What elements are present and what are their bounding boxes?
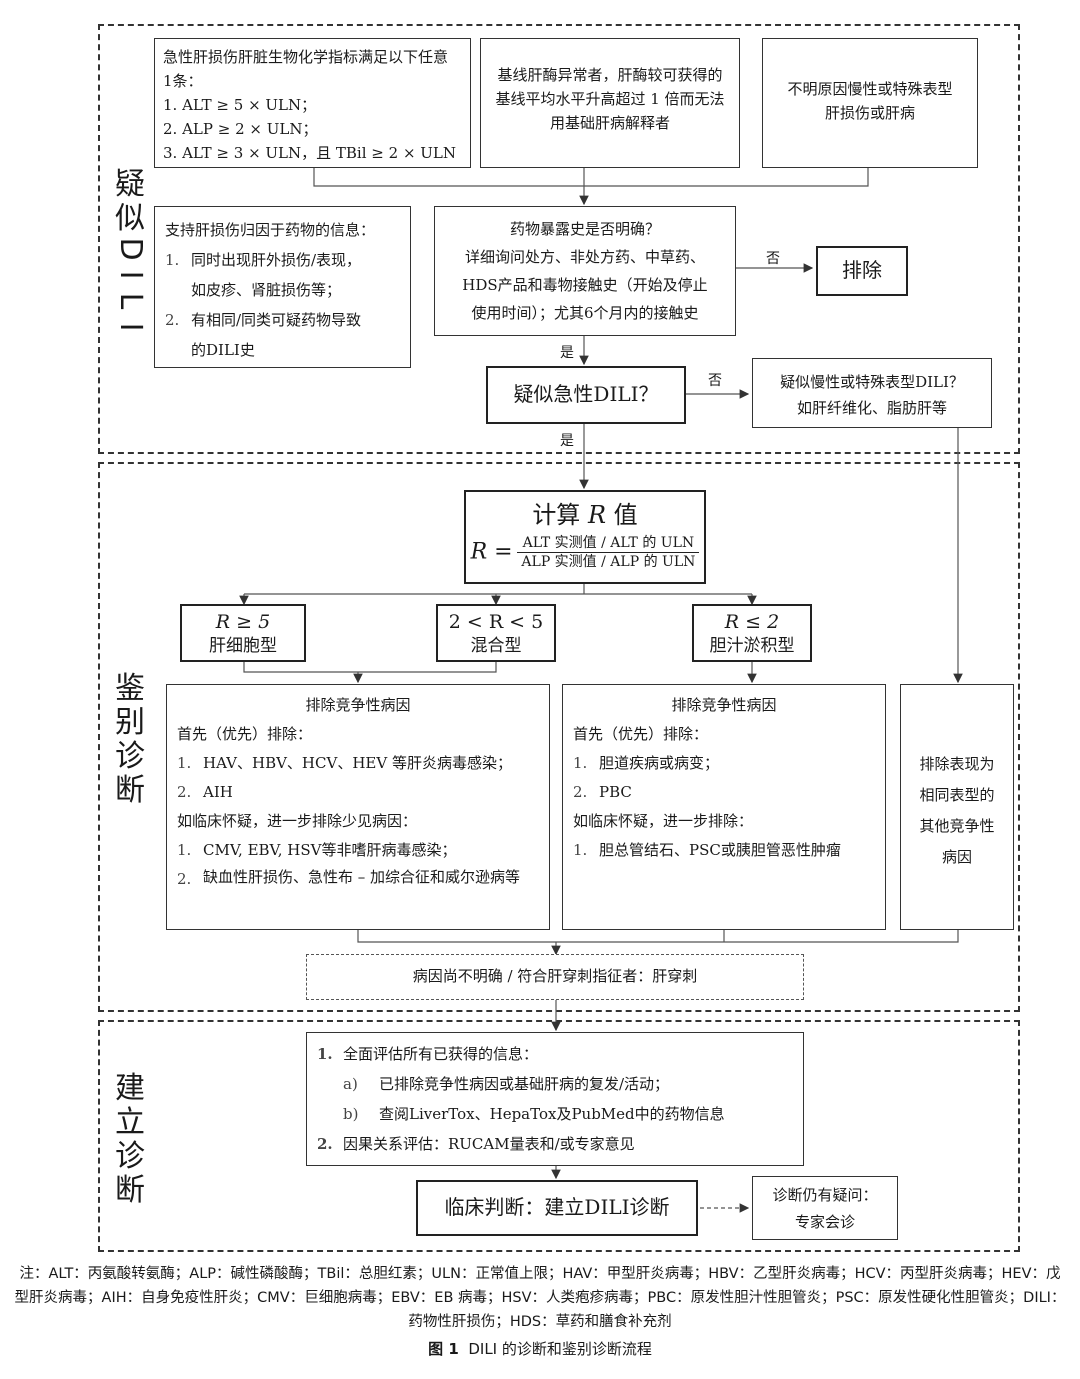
section-label-differential: 鉴别诊断 [115,671,145,808]
mixed-box: 2 < R < 5 混合型 [436,604,556,662]
assess-sub-b: b)查阅LiverTox、HepaTox及PubMed中的药物信息 [343,1105,725,1123]
support-item-2: 2. 有相同/同类可疑药物导致的DILI史 [165,311,362,359]
section-suspect [98,24,1020,454]
section-establish [98,1020,1020,1252]
exclude-same-phenotype-box: 排除表现为 相同表型的 其他竞争性 病因 [900,684,1014,930]
clinical-judgement-box: 临床判断：建立DILI诊断 [416,1180,698,1236]
exclude-competing-left-box: 排除竞争性病因 首先（优先）排除： 1.HAV、HBV、HCV、HEV 等肝炎病… [166,684,550,930]
label-no-1: 否 [766,251,780,267]
assess-item-2: 2.因果关系评估：RUCAM量表和/或专家意见 [317,1135,635,1153]
section-label-establish: 建立诊断 [115,1071,145,1208]
exclude-competing-mid-box: 排除竞争性病因 首先（优先）排除： 1.胆道疾病或病变； 2.PBC 如临床怀疑… [562,684,886,930]
support-item-1: 1. 同时出现肝外损伤/表现，如皮疹、肾脏损伤等； [165,251,362,299]
assess-item-1: 1.全面评估所有已获得的信息： [317,1045,539,1063]
acute-dili-box: 疑似急性DILI？ [486,366,686,424]
figure-caption: 图 1 DILI 的诊断和鉴别诊断流程 [428,1340,652,1358]
r-fraction: ALT 实测值 / ALT 的 ULN ALP 实测值 / ALP 的 ULN [517,534,700,571]
mid-item-2: 2.PBC [573,783,632,801]
chronic-dili-box: 疑似慢性或特殊表型DILI？ 如肝纤维化、脂肪肝等 [752,358,992,428]
footnote: 注：ALT：丙氨酸转氨酶；ALP：碱性磷酸酶；TBil：总胆红素；ULN：正常值… [14,1266,1066,1330]
exposure-box: 药物暴露史是否明确？ 详细询问处方、非处方药、中草药、 HDS产品和毒物接触史（… [434,206,736,336]
support-info-box: 支持肝损伤归因于药物的信息： 1. 同时出现肝外损伤/表现，如皮疹、肾脏损伤等；… [154,206,411,368]
left-item-3: 1.CMV, EBV, HSV等非嗜肝病毒感染； [177,841,457,859]
label-yes-2: 是 [560,433,574,449]
unknown-chronic-box: 不明原因慢性或特殊表型 肝损伤或肝病 [762,38,978,168]
left-item-4: 2.缺血性肝损伤、急性布 – 加综合征和威尔逊病等 [177,868,521,888]
r-title: 计算 R 值 [532,501,638,529]
baseline-box: 基线肝酶异常者，肝酶较可获得的 基线平均水平升高超过 1 倍而无法 用基础肝病解… [480,38,740,168]
exclude-box: 排除 [816,246,908,296]
label-yes-1: 是 [560,345,574,361]
cholestatic-box: R ≤ 2 胆汁淤积型 [692,604,812,662]
assess-sub-a: a)已排除竞争性病因或基础肝病的复发/活动； [343,1075,670,1093]
label-no-2: 否 [708,373,722,389]
mid-item-1: 1.胆道疾病或病变； [573,754,720,772]
expert-consult-box: 诊断仍有疑问： 专家会诊 [752,1176,898,1240]
section-differential [98,462,1020,1012]
hepatocellular-box: R ≥ 5 肝细胞型 [180,604,306,662]
r-formula: R = ALT 实测值 / ALT 的 ULN ALP 实测值 / ALP 的 … [470,534,700,571]
biopsy-box: 病因尚不明确 / 符合肝穿刺指征者：肝穿刺 [306,954,804,1000]
assessment-box: 1.全面评估所有已获得的信息： a)已排除竞争性病因或基础肝病的复发/活动； b… [306,1032,804,1166]
criteria-box: 急性肝损伤肝脏生物化学指标满足以下任意 1条： 1. ALT ≥ 5 × ULN… [154,38,471,168]
mid-item-3: 1.胆总管结石、PSC或胰胆管恶性肿瘤 [573,841,841,859]
r-value-box: 计算 R 值 R = ALT 实测值 / ALT 的 ULN ALP 实测值 /… [464,490,706,584]
left-item-1: 1.HAV、HBV、HCV、HEV 等肝炎病毒感染； [177,754,512,772]
left-item-2: 2.AIH [177,783,233,801]
